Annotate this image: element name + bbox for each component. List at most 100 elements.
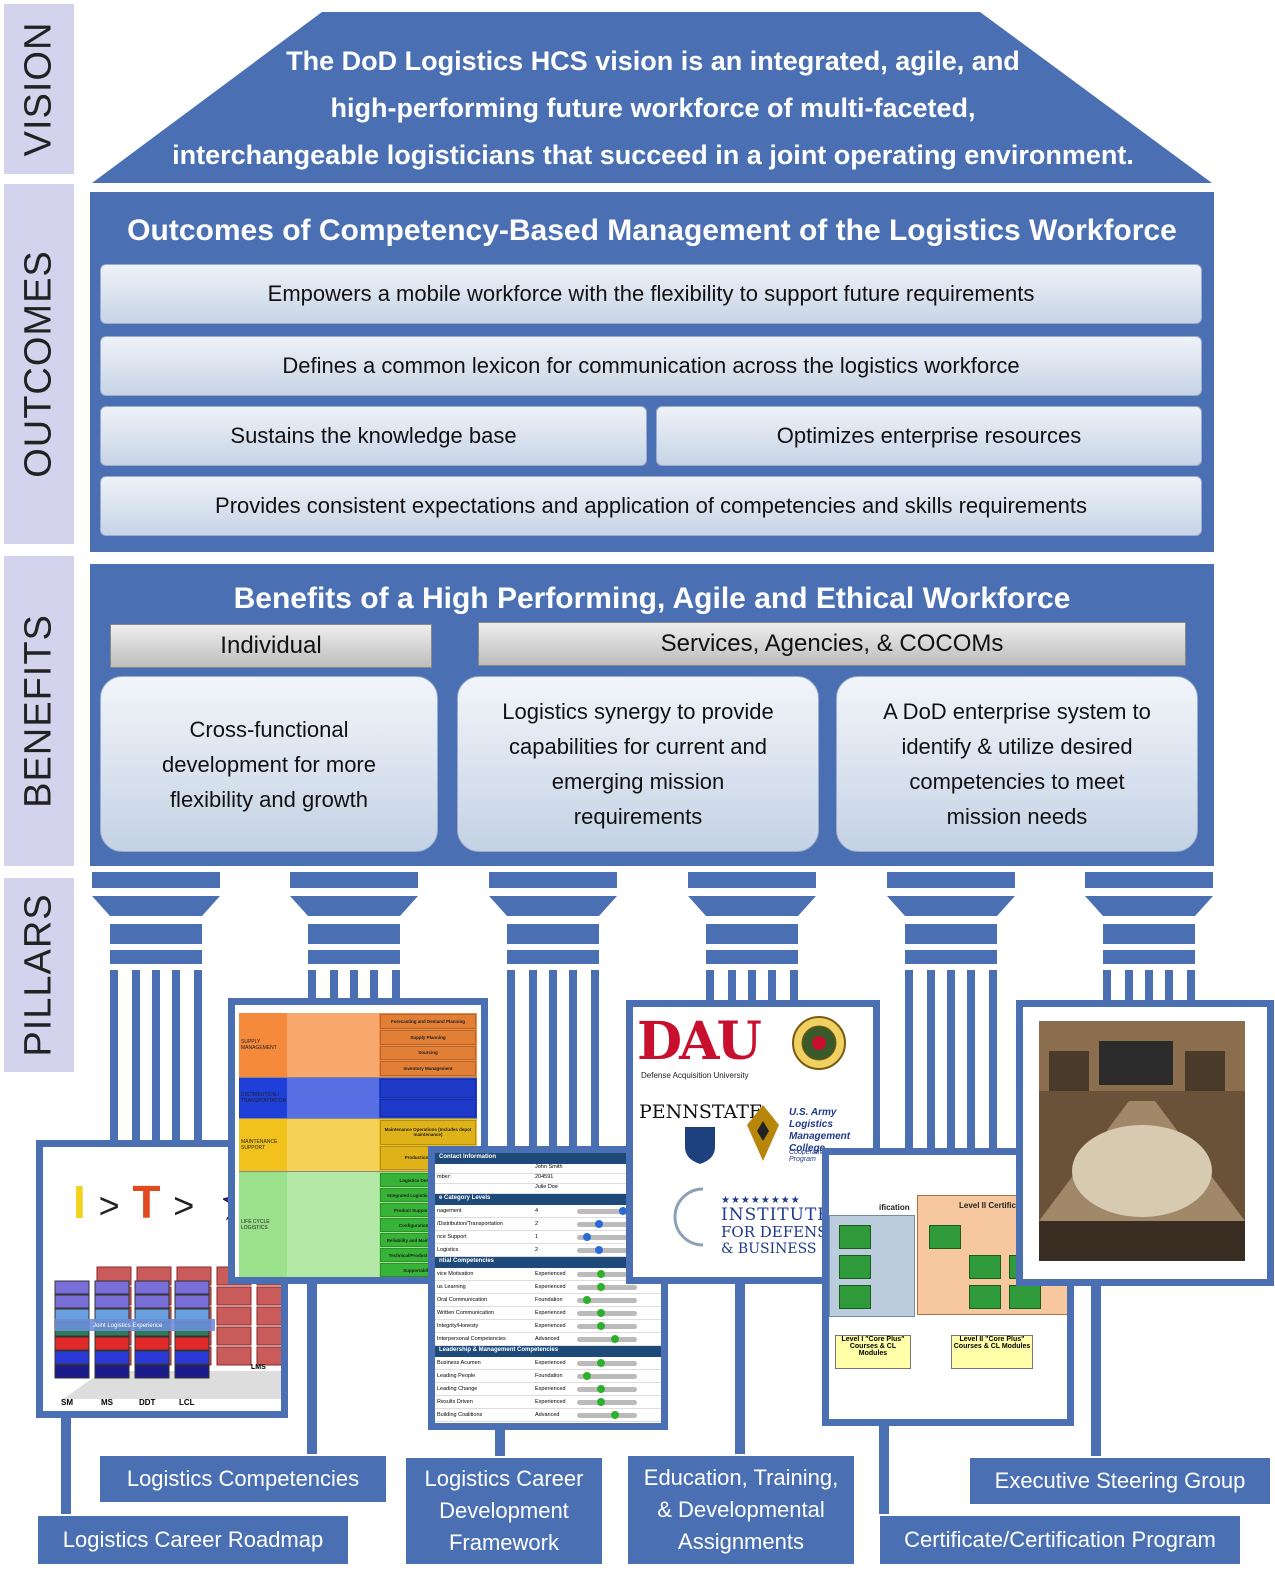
cert-flow-box (969, 1285, 1001, 1309)
dau-name: Defense Acquisition University (641, 1071, 749, 1080)
cert-flow-box (929, 1225, 961, 1249)
vision-line-3: interchangeable logisticians that succee… (172, 140, 1134, 170)
framework-row-value: Foundation (535, 1373, 563, 1379)
framework-row-slider (577, 1358, 637, 1367)
framework-row-slider (577, 1308, 637, 1317)
roadmap-axis-sm: SM (61, 1398, 73, 1407)
cert-flow-box (1009, 1285, 1041, 1309)
roadmap-back-block (256, 1346, 281, 1366)
roadmap-gt-2: > (173, 1185, 195, 1226)
framework-row-value: Experienced (535, 1386, 566, 1392)
benefits-header-individual: Individual (110, 624, 432, 668)
roadmap-front-block (94, 1280, 130, 1295)
competency-description (287, 1078, 379, 1118)
roadmap-axis-lms: LMS (251, 1364, 266, 1371)
roadmap-front-block (94, 1364, 130, 1379)
framework-row-label: Logistics (437, 1247, 459, 1253)
framework-row: Leading People Foundation (435, 1370, 661, 1383)
framework-row-slider (577, 1245, 637, 1254)
framework-contact-row: mber:204591 (435, 1174, 661, 1184)
pillar-stem (735, 1266, 745, 1460)
cert-left-title: ification (879, 1203, 910, 1212)
cert-title: Level II Certification (959, 1201, 1036, 1210)
framework-row-slider (577, 1371, 637, 1380)
competency-tag: Forecasting and Demand Planning (380, 1014, 476, 1029)
competency-area: DISTRIBUTION / TRANSPORTATION (239, 1078, 287, 1118)
competency-tag (380, 1098, 476, 1117)
framework-row-slider (577, 1269, 637, 1278)
framework-row-value: Experienced (535, 1271, 566, 1277)
section-label-pillars: PILLARS (4, 878, 74, 1072)
framework-row-slider (577, 1232, 637, 1241)
competency-tag: Maintenance Operations (Includes depot m… (380, 1120, 476, 1145)
roadmap-front-block (174, 1336, 210, 1351)
roadmap-back-block (256, 1306, 281, 1326)
framework-row: Written Communication Experienced (435, 1307, 661, 1320)
framework-row-label: Integrity/Honesty (437, 1323, 479, 1329)
steering-group-image (1016, 1000, 1274, 1286)
framework-row-value: Experienced (535, 1284, 566, 1290)
roadmap-axis-ddt: DDT (139, 1398, 156, 1407)
label-career-development-framework: Logistics Career Development Framework (404, 1456, 604, 1566)
vision-line-2: high-performing future workforce of mult… (330, 93, 976, 123)
framework-contact-row: Julie Doe (435, 1184, 661, 1194)
section-label-benefits: BENEFITS (4, 556, 74, 866)
pillar-stem (879, 1408, 889, 1520)
label-education-training: Education, Training, & Developmental Ass… (626, 1454, 856, 1566)
roadmap-axis-ms: MS (101, 1398, 114, 1407)
roadmap-front-block (174, 1350, 210, 1365)
cert-flow-box (839, 1285, 871, 1309)
benefit-logistics-synergy: Logistics synergy to provide capabilitie… (457, 676, 819, 852)
idb-line-2: FOR DEFENSE (721, 1223, 839, 1241)
framework-section-header: Leadership & Management Competencies (435, 1346, 661, 1357)
section-label-outcomes: OUTCOMES (4, 184, 74, 544)
roadmap-front-block (54, 1364, 90, 1379)
outcome-knowledge-base: Sustains the knowledge base (100, 406, 647, 466)
pillar-column (489, 872, 617, 1150)
pillar-stem (61, 1400, 71, 1520)
framework-row-label: Leading People (437, 1373, 476, 1379)
pillar-stem (495, 1412, 505, 1460)
label-certification-program: Certificate/Certification Program (878, 1514, 1242, 1566)
framework-row-value: Experienced (535, 1310, 566, 1316)
outcome-mobile-workforce: Empowers a mobile workforce with the fle… (100, 264, 1202, 324)
framework-row-label: Building Coalitions (437, 1412, 483, 1418)
roadmap-front-block (94, 1336, 130, 1351)
framework-row-label: /Distribution/Transportation (437, 1221, 503, 1227)
competency-description (287, 1172, 379, 1277)
outcome-consistent-expectations: Provides consistent expectations and app… (100, 476, 1202, 536)
pillar-stem (1091, 1270, 1101, 1460)
framework-row-slider (577, 1397, 637, 1406)
framework-row: vice Motivation Experienced (435, 1268, 661, 1281)
certification-image: ification Level II Certification Level I… (822, 1148, 1074, 1426)
framework-row-label: Enterprise-Wide Perspective (437, 1425, 507, 1430)
competency-tag: Inventory Management (380, 1061, 476, 1076)
roadmap-gt-1: > (98, 1185, 120, 1226)
shield-icon (685, 1127, 715, 1164)
idb-stars: ★★★★★★★★ (721, 1195, 801, 1206)
framework-row-value: Experienced (535, 1399, 566, 1405)
framework-row-value: Advanced (535, 1412, 560, 1418)
pillar-column (92, 872, 220, 1150)
dau-logo: DAU (637, 1011, 762, 1072)
framework-row-label: Written Communication (437, 1310, 495, 1316)
outcome-enterprise-resources: Optimizes enterprise resources (656, 406, 1202, 466)
roadmap-front-block (134, 1280, 170, 1295)
framework-row-value: Foundation (535, 1297, 563, 1303)
almc-sub: Cooperative Degree Program (789, 1149, 852, 1163)
roadmap-front-block (134, 1336, 170, 1351)
framework-row-label: Results Driven (437, 1399, 473, 1405)
framework-section-header: e Category Levels (435, 1194, 661, 1205)
framework-row-label: Business Acumen (437, 1360, 481, 1366)
idb-name: INSTITUTE FOR DEFENSE & BUSINESS (721, 1207, 838, 1258)
pillar-column (887, 872, 1015, 1150)
roadmap-front-block (94, 1350, 130, 1365)
framework-row-label: vice Motivation (437, 1271, 474, 1277)
